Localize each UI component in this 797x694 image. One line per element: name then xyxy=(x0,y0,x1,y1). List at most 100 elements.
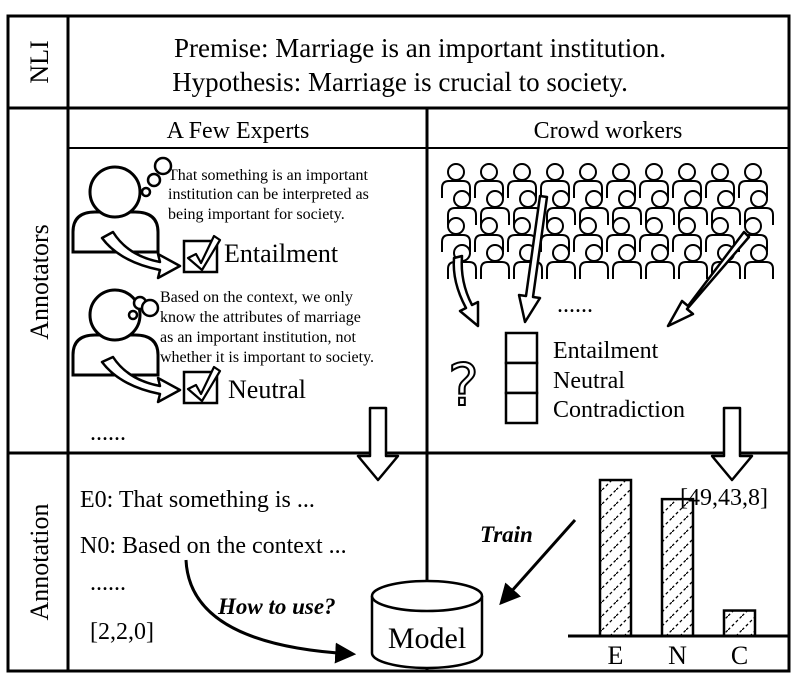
crowd-person-head xyxy=(684,244,702,262)
how-to-use-arrow xyxy=(184,559,357,664)
expert-counts: [2,2,0] xyxy=(90,619,154,645)
crowd-counts: [49,43,8] xyxy=(680,485,768,511)
category-label-e: E xyxy=(608,641,624,670)
crowd-person-head xyxy=(645,217,663,235)
arrow-icon xyxy=(710,406,754,482)
crowd-person-head xyxy=(618,190,636,208)
crowd-person-body xyxy=(480,261,510,279)
crowd-person-head xyxy=(579,217,597,235)
crowd-person-head xyxy=(651,190,669,208)
crowd-person-head xyxy=(678,217,696,235)
train-arrow xyxy=(499,519,577,606)
person-icon xyxy=(71,288,160,377)
expert2-thought-line3: as an important institution, not xyxy=(160,329,357,346)
option-contradiction: Contradiction xyxy=(553,397,685,423)
experts-ellipsis: ...... xyxy=(90,420,126,446)
crowd-person-head xyxy=(750,190,768,208)
crowd-person-head xyxy=(684,190,702,208)
crowd-person-head xyxy=(546,163,564,181)
row-label-annotators: Annotators xyxy=(25,224,54,340)
crowd-person-body xyxy=(546,261,576,279)
crowd-person-head xyxy=(612,217,630,235)
bar-e xyxy=(598,478,633,638)
crowd-person-head xyxy=(552,190,570,208)
expert1-thought-line3: being important for society. xyxy=(168,206,345,223)
crowd-person-head xyxy=(678,163,696,181)
person-icon xyxy=(71,165,160,254)
question-mark-icon: ? xyxy=(448,351,479,419)
bar-c xyxy=(722,609,757,638)
experts-header: A Few Experts xyxy=(167,118,310,144)
category-label-n: N xyxy=(668,641,687,670)
crowd-person-body xyxy=(579,261,609,279)
expert1-thought-line1: That something is an important xyxy=(168,167,369,184)
expert2-thought-line4: whether it is important to society. xyxy=(160,349,374,366)
arrow-icon xyxy=(356,406,400,482)
thought-bubble-icon xyxy=(127,295,160,321)
database-cylinder-icon xyxy=(370,579,484,670)
arrow-icon xyxy=(517,194,549,324)
crowd-person-head xyxy=(717,190,735,208)
n0-annotation: N0: Based on the context ... xyxy=(80,533,347,559)
crowd-person-head xyxy=(585,190,603,208)
how-to-use-label: How to use? xyxy=(217,594,336,619)
crowd-header: Crowd workers xyxy=(534,118,683,144)
crowd-person-head xyxy=(645,163,663,181)
option-entailment: Entailment xyxy=(553,338,659,364)
crowd-person-head xyxy=(486,190,504,208)
crowd-person-head xyxy=(480,163,498,181)
expert1-label: Entailment xyxy=(224,239,339,268)
arrow-icon xyxy=(452,254,480,328)
crowd-person-head xyxy=(513,217,531,235)
crowd-person-body xyxy=(678,261,708,279)
category-label-c: C xyxy=(731,641,748,670)
crowd-person-head xyxy=(579,163,597,181)
crowd-person-body xyxy=(612,261,642,279)
arrow-icon xyxy=(100,355,182,404)
crowd-person-head xyxy=(618,244,636,262)
crowd-person-head xyxy=(744,163,762,181)
crowd-person-head xyxy=(447,163,465,181)
options-stack xyxy=(504,331,539,425)
crowd-person-head xyxy=(750,244,768,262)
crowd-person-head xyxy=(546,217,564,235)
option-neutral: Neutral xyxy=(553,368,625,394)
checked-checkbox-icon xyxy=(182,365,222,405)
e0-annotation: E0: That something is ... xyxy=(80,487,315,513)
crowd-person-head xyxy=(711,217,729,235)
row-label-nli: NLI xyxy=(25,40,54,83)
crowd-person-head xyxy=(711,163,729,181)
bar-n xyxy=(660,497,695,638)
expert1-thought-line2: institution can be interpreted as xyxy=(168,186,369,203)
grid-frame xyxy=(6,14,791,673)
crowd-person-head xyxy=(612,163,630,181)
bar-chart-bars xyxy=(598,478,757,638)
crowd-person-head xyxy=(447,217,465,235)
model-label: Model xyxy=(388,622,466,655)
crowd-person-head xyxy=(519,190,537,208)
expert2-thought-line1: Based on the context, we only xyxy=(160,289,353,306)
crowd-person-body xyxy=(645,261,675,279)
crowd-person-head xyxy=(513,163,531,181)
crowd-person-head xyxy=(486,244,504,262)
crowd-person-head xyxy=(480,217,498,235)
premise-text: Premise: Marriage is an important instit… xyxy=(174,33,666,63)
annotation-ellipsis: ...... xyxy=(90,570,126,596)
crowd-person-body xyxy=(744,261,774,279)
crowd-person-head xyxy=(552,244,570,262)
arrow-icon xyxy=(100,230,182,280)
hypothesis-text: Hypothesis: Marriage is crucial to socie… xyxy=(172,67,628,97)
crowd-ellipsis: ...... xyxy=(557,292,593,318)
arrow-icon xyxy=(666,230,751,328)
row-label-annotation: Annotation xyxy=(25,504,54,621)
expert2-label: Neutral xyxy=(228,375,306,404)
checked-checkbox-icon xyxy=(182,234,222,274)
crowd-person-head xyxy=(453,190,471,208)
crowd-person-head xyxy=(651,244,669,262)
crowd-person-head xyxy=(744,217,762,235)
thought-bubble-icon xyxy=(140,156,173,198)
train-label: Train xyxy=(480,522,533,547)
